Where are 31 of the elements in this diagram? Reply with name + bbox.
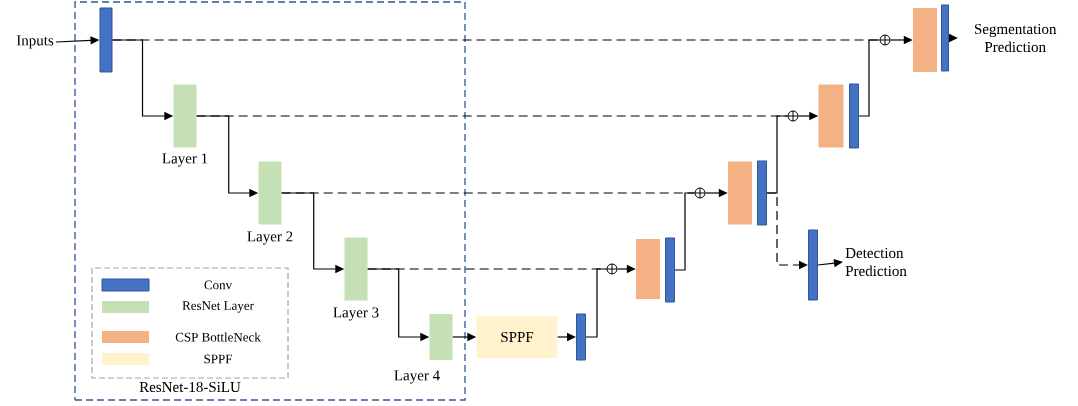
output-label: Segmentation Prediction xyxy=(974,23,1057,53)
legend-label: ResNet Layer xyxy=(182,301,254,313)
connector-line xyxy=(585,268,608,338)
conv-block xyxy=(757,160,767,226)
input-label: Inputs xyxy=(16,35,54,49)
backbone-label: ResNet-18-SiLU xyxy=(139,381,241,393)
bottleneck-block xyxy=(636,239,660,299)
sum-symbol xyxy=(787,110,799,122)
conv-block xyxy=(99,7,113,73)
bottleneck-block xyxy=(728,161,752,225)
legend-label: CSP BottleNeck xyxy=(175,332,261,342)
legend-label: Conv xyxy=(204,280,233,290)
layer-label: Layer 4 xyxy=(394,370,440,384)
bottleneck-block xyxy=(913,8,937,72)
conv-block xyxy=(808,229,818,301)
sppf-block: SPPF xyxy=(476,316,558,358)
output-label: Detection Prediction xyxy=(845,247,907,277)
conv-block xyxy=(576,313,586,361)
sum-symbol xyxy=(606,263,618,275)
connector-line xyxy=(858,39,881,117)
conv-block xyxy=(849,83,859,149)
legend-label: SPPF xyxy=(204,354,232,364)
connector-line xyxy=(674,192,696,271)
conv-block xyxy=(941,4,949,72)
sum-symbol xyxy=(694,187,706,199)
sum-symbol xyxy=(879,34,891,46)
bottleneck-block xyxy=(818,84,844,148)
layer-label: Layer 3 xyxy=(333,307,379,321)
conv-block xyxy=(665,237,675,303)
layer-label: Layer 2 xyxy=(247,231,293,245)
layer-label: Layer 1 xyxy=(162,153,208,167)
